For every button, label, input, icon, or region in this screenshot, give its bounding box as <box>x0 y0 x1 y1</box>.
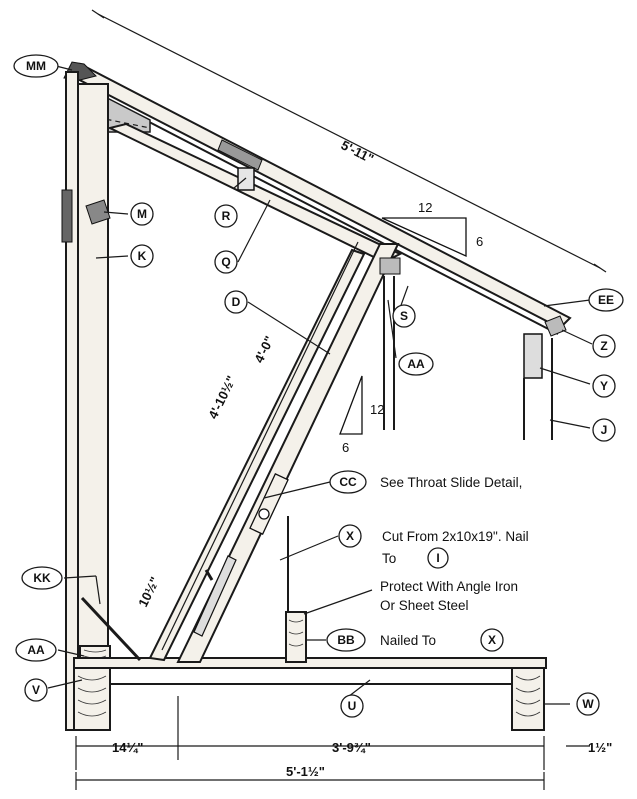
floor-board <box>73 657 547 669</box>
left-wall-outer <box>65 71 79 731</box>
top-block-s <box>379 257 401 275</box>
svg-text:U: U <box>348 699 357 713</box>
roof-rafter-underside <box>75 83 559 335</box>
slide-board-outer <box>176 243 400 663</box>
dim-overall-label: 5'-1½" <box>286 764 325 779</box>
callout-r: R <box>214 204 238 228</box>
throat-slide-pin <box>258 508 270 520</box>
collar-member <box>107 122 403 264</box>
svg-text:V: V <box>32 683 40 697</box>
callout-w: W <box>576 692 600 716</box>
svg-text:Y: Y <box>600 379 608 393</box>
wall-hinge <box>61 189 73 243</box>
roof-pitch-rise: 6 <box>476 234 483 249</box>
floor-assembly <box>73 657 547 731</box>
svg-text:W: W <box>582 697 594 711</box>
svg-text:CC: CC <box>339 475 357 489</box>
roof-rafter <box>66 62 572 330</box>
note-protect-line1: Protect With Angle Iron <box>380 579 518 594</box>
dim-rafter-line <box>97 13 601 269</box>
callout-bb: BB <box>326 628 366 652</box>
shingle-block <box>217 139 263 171</box>
dim-bottom-right: 1½" <box>588 740 612 755</box>
sill-right <box>511 667 545 731</box>
sill-left <box>73 667 111 731</box>
callout-s: S <box>392 304 416 328</box>
callout-x-nailed: X <box>480 628 504 652</box>
dim-slope-long <box>161 241 359 651</box>
callout-ee: EE <box>588 288 624 312</box>
svg-text:I: I <box>436 551 439 565</box>
right-structure <box>285 276 553 663</box>
callout-q: Q <box>214 250 238 274</box>
callout-k: K <box>130 244 154 268</box>
note-throat: See Throat Slide Detail, <box>380 475 522 490</box>
svg-text:K: K <box>138 249 147 263</box>
svg-text:X: X <box>488 633 496 647</box>
svg-text:EE: EE <box>598 293 614 307</box>
dim-slope-inner-label: 4'-0" <box>251 334 277 366</box>
svg-text:Q: Q <box>221 255 230 269</box>
leader-lines <box>47 65 593 705</box>
callout-kk: KK <box>21 566 63 590</box>
callout-z: Z <box>592 334 616 358</box>
left-wall-stud <box>77 83 109 647</box>
callout-aa-top: AA <box>398 352 434 376</box>
roof-assembly <box>63 61 572 337</box>
callout-i: I <box>427 547 449 569</box>
left-wall <box>61 71 111 731</box>
callout-aa-bottom: AA <box>15 638 57 662</box>
svg-text:S: S <box>400 309 408 323</box>
callout-cc: CC <box>329 470 367 494</box>
svg-text:AA: AA <box>27 643 45 657</box>
ridge-bolt <box>237 167 255 191</box>
note-cut-line2: To <box>382 551 396 566</box>
callout-y: Y <box>592 374 616 398</box>
dim-slope-long-label: 4'-10½" <box>205 373 239 421</box>
incline-pitch-rise: 12 <box>370 402 384 417</box>
svg-text:D: D <box>232 295 241 309</box>
svg-text:KK: KK <box>33 571 51 585</box>
callout-m: M <box>130 202 154 226</box>
eave-block <box>544 315 567 337</box>
note-nailed: Nailed To <box>380 633 436 648</box>
svg-text:Z: Z <box>600 339 607 353</box>
slide-board-inner <box>148 248 366 662</box>
svg-text:X: X <box>346 529 354 543</box>
dim-bottom-mid: 3'-9¾" <box>332 740 371 755</box>
svg-text:R: R <box>222 209 231 223</box>
dim-rafter-label: 5'-11" <box>339 137 377 166</box>
callout-u: U <box>340 694 364 718</box>
brace-kk <box>80 596 142 662</box>
angle-iron <box>193 555 237 637</box>
roof-pitch-run: 12 <box>418 200 432 215</box>
note-cut-line1: Cut From 2x10x19". Nail <box>382 529 529 544</box>
svg-text:AA: AA <box>407 357 425 371</box>
callout-j: J <box>592 418 616 442</box>
callout-d: D <box>224 290 248 314</box>
block-bb <box>285 611 307 663</box>
callout-mm: MM <box>13 54 59 78</box>
wall-block-m <box>85 199 111 225</box>
svg-text:J: J <box>601 423 608 437</box>
roof-pitch-symbol: 12 6 <box>381 200 483 258</box>
svg-text:MM: MM <box>26 59 46 73</box>
callout-x: X <box>338 524 362 548</box>
post-y <box>523 333 543 379</box>
dim-slope-small-label: 10½" <box>135 574 162 609</box>
incline-pitch-symbol: 12 6 <box>339 375 384 455</box>
inclined-slide <box>148 243 401 663</box>
dim-bottom-left: 14¼" <box>112 740 143 755</box>
throat-slide <box>249 472 289 536</box>
incline-pitch-run: 6 <box>342 440 349 455</box>
note-protect-line2: Or Sheet Steel <box>380 598 469 613</box>
svg-text:M: M <box>137 207 147 221</box>
callout-v: V <box>24 678 48 702</box>
svg-text:BB: BB <box>337 633 355 647</box>
